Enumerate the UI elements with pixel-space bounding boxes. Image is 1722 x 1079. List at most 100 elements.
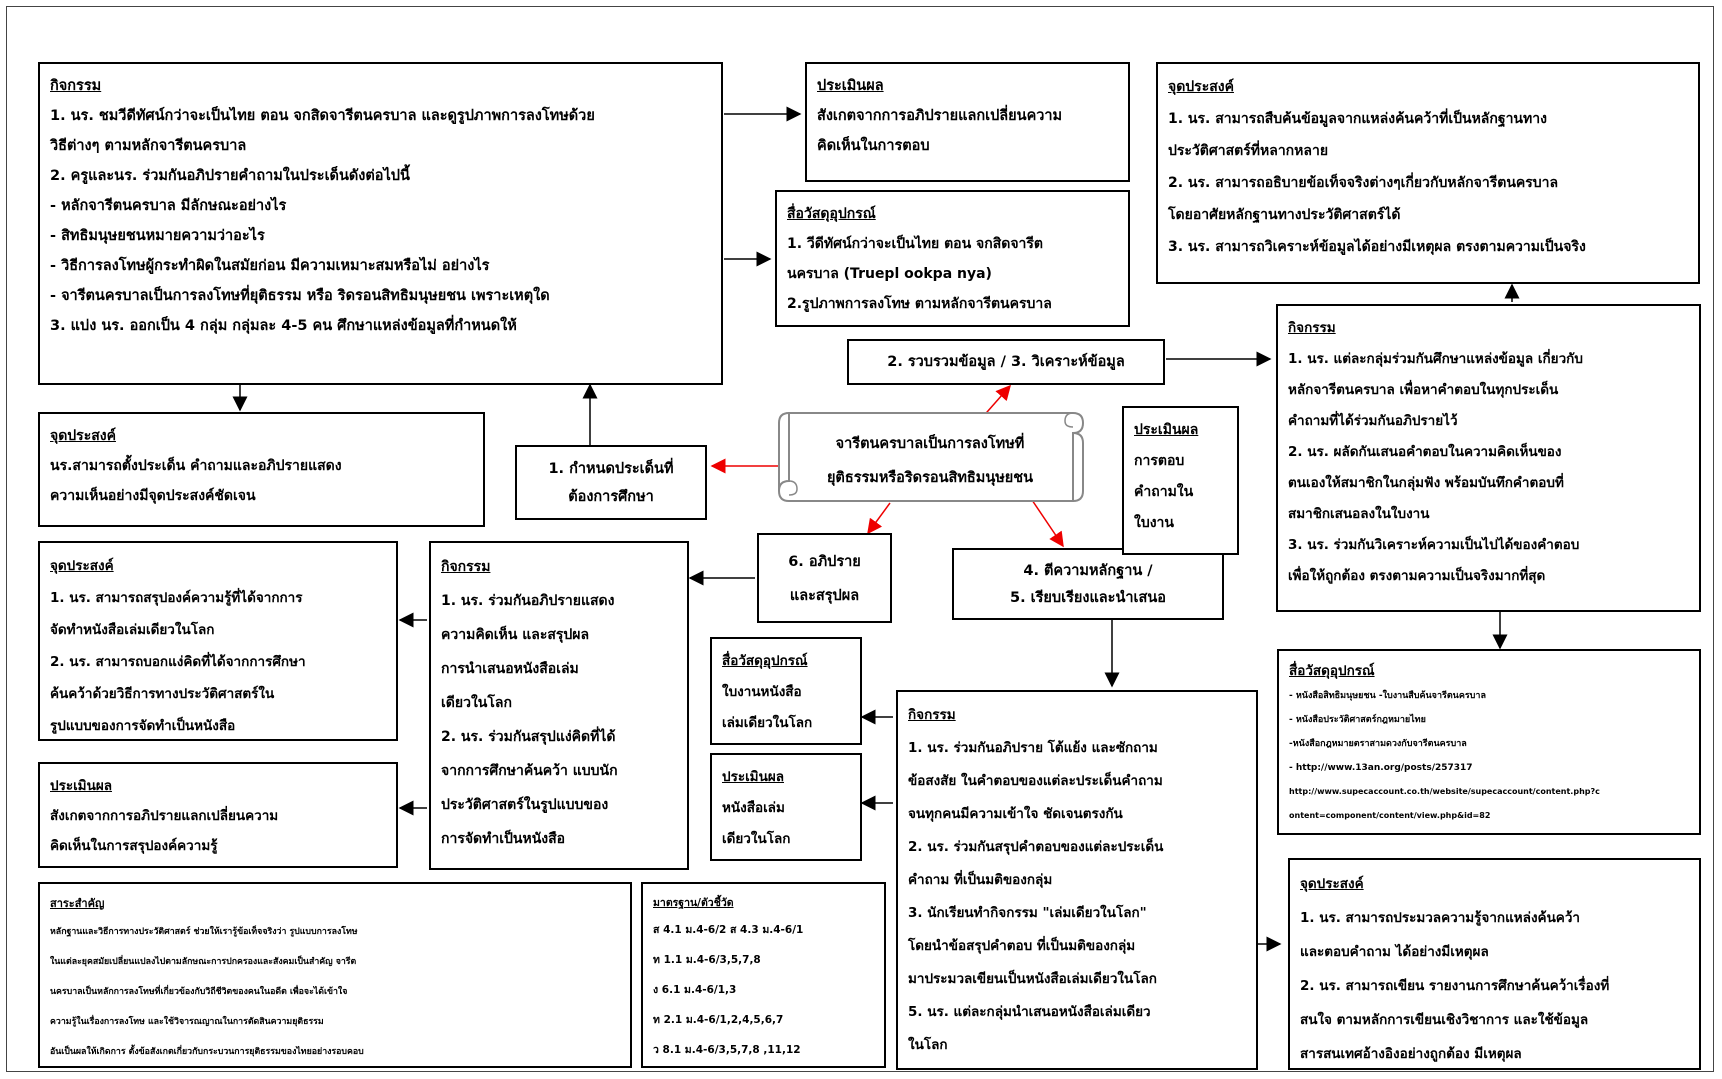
step-2-3-label: 2. รวบรวมข้อมูล / 3. วิเคราะห์ข้อมูล [887,354,1125,370]
core-concept-title: สาระสำคัญ [50,897,105,910]
objective-4-line: สนใจ ตามหลักการเขียนเชิงวิชาการ และใช้ข้… [1300,1012,1589,1028]
evaluation-2-title: ประเมินผล [1134,422,1199,438]
activity-4-line: จนทุกคนมีความเข้าใจ ชัดเจนตรงกัน [908,806,1123,822]
activity-1-line: - หลักจารีตนครบาล มีลักษณะอย่างไร [50,198,287,214]
media-1-line: 1. วีดีทัศน์กว่าจะเป็นไทย ตอน จกสิดจารีต [787,236,1044,252]
page-frame [6,6,1714,1072]
media-2-line: เล่มเดียวในโลก [722,715,813,731]
activity-3-line: ประวัติศาสตร์ในรูปแบบของ [441,797,609,813]
step-4-5-line1: 4. ตีความหลักฐาน / [1023,563,1153,579]
activity-3-line: จากการศึกษาค้นคว้า แบบนัก [441,763,618,779]
standards-title: มาตรฐาน/ตัวชี้วัด [653,897,734,909]
objective-3-line: 1. นร. สามารถสรุปองค์ความรู้ที่ได้จากการ [50,590,303,606]
activity-1-line: - สิทธิมนุษยชนหมายความว่าอะไร [50,228,265,244]
media-3-line: - http://www.13an.org/posts/257317 [1289,763,1473,773]
activity-2-line: คำถามที่ได้ร่วมกันอภิปรายไว้ [1288,413,1458,429]
media-1-line: นครบาล (Truepl ookpa nya) [787,266,992,282]
evaluation-3-line: หนังสือเล่ม [722,800,785,816]
activity-3-line: เดียวในโลก [441,695,512,711]
activity-2-line: ตนเองให้สมาชิกในกลุ่มฟัง พร้อมบันทึกคำตอ… [1288,475,1564,491]
activity-2-line: 3. นร. ร่วมกันวิเคราะห์ความเป็นไปได้ของค… [1288,537,1580,553]
activity-1-line: 3. แบ่ง นร. ออกเป็น 4 กลุ่ม กลุ่มละ 4-5 … [50,318,517,334]
activity-4-line: มาประมวลเขียนเป็นหนังสือเล่มเดียวในโลก [908,971,1157,987]
step-1-line2: ต้องการศึกษา [568,489,654,505]
activity-3-line: การนำเสนอหนังสือเล่ม [441,661,579,677]
objective-2-line: ความเห็นอย่างมีจุดประสงค์ชัดเจน [50,488,256,504]
media-3-line: ontent=component/content/view.php&id=82 [1289,811,1491,820]
activity-box-2: กิจกรรม 1. นร. แต่ละกลุ่มร่วมกันศึกษาแหล… [1276,304,1701,612]
activity-3-title: กิจกรรม [441,559,491,575]
objective-3-line: รูปแบบของการจัดทำเป็นหนังสือ [50,718,236,734]
step-6-line1: 6. อภิปราย [788,554,861,570]
activity-3-line: 1. นร. ร่วมกันอภิปรายแสดง [441,593,615,609]
core-concept-line: ความรู้ในเรื่องการลงโทษ และใช้วิจารณญาณใ… [50,1017,324,1027]
activity-2-line: 2. นร. ผลัดกันเสนอคำตอบในความคิดเห็นของ [1288,444,1562,460]
activity-4-line: 2. นร. ร่วมกันสรุปคำตอบของแต่ละประเด็น [908,839,1164,855]
core-concept-line: ในแต่ละยุคสมัยเปลี่ยนแปลงไปตามลักษณะการป… [50,957,357,967]
step-1-box: 1. กำหนดประเด็นที่ ต้องการศึกษา [515,445,707,520]
objective-2-line: นร.สามารถตั้งประเด็น คำถามและอภิปรายแสดง [50,458,342,474]
central-topic-scroll: จารีตนครบาลเป็นการลงโทษที่ ยุติธรรมหรือร… [775,405,1085,509]
activity-box-4: กิจกรรม 1. นร. ร่วมกันอภิปราย โต้แย้ง แล… [896,690,1258,1070]
evaluation-4-line: คิดเห็นในการสรุปองค์ความรู้ [50,838,218,854]
objective-1-line: โดยอาศัยหลักฐานทางประวัติศาสตร์ได้ [1168,207,1401,223]
standards-box: มาตรฐาน/ตัวชี้วัด ส 4.1 ม.4-6/2 ส 4.3 ม.… [641,882,886,1068]
objective-2-title: จุดประสงค์ [50,428,116,444]
objective-1-line: ประวัติศาสตร์ที่หลากหลาย [1168,143,1329,159]
evaluation-box-1: ประเมินผล สังเกตจากการอภิปรายแลกเปลี่ยนค… [805,62,1130,182]
step-2-3-box: 2. รวบรวมข้อมูล / 3. วิเคราะห์ข้อมูล [847,339,1165,385]
objective-1-line: 3. นร. สามารถวิเคราะห์ข้อมูลได้อย่างมีเห… [1168,239,1586,255]
core-concept-line: นครบาลเป็นหลักการลงโทษที่เกี่ยวข้องกับวิ… [50,987,348,997]
evaluation-2-line: ใบงาน [1134,515,1174,531]
activity-4-line: คำถาม ที่เป็นมติของกลุ่ม [908,872,1053,888]
core-concept-box: สาระสำคัญ หลักฐานและวิธีการทางประวัติศาส… [38,882,632,1068]
media-3-line: http://www.supecaccount.co.th/website/su… [1289,787,1600,796]
evaluation-2-line: การตอบ [1134,453,1185,469]
step-4-5-box: 4. ตีความหลักฐาน / 5. เรียบเรียงและนำเสน… [952,548,1224,620]
media-box-2: สื่อวัสดุอุปกรณ์ ใบงานหนังสือ เล่มเดียวใ… [710,637,862,745]
activity-box-3: กิจกรรม 1. นร. ร่วมกันอภิปรายแสดง ความคิ… [429,541,689,870]
objective-3-line: 2. นร. สามารถบอกแง่คิดที่ได้จากการศึกษา [50,654,306,670]
activity-4-line: 1. นร. ร่วมกันอภิปราย โต้แย้ง และซักถาม [908,740,1158,756]
objective-box-3: จุดประสงค์ 1. นร. สามารถสรุปองค์ความรู้ท… [38,541,398,741]
activity-box-1: กิจกรรม 1. นร. ชมวีดีทัศน์กว่าจะเป็นไทย … [38,62,723,385]
activity-1-line: วิธีต่างๆ ตามหลักจารีตนครบาล [50,138,247,154]
evaluation-3-line: เดียวในโลก [722,831,791,847]
objective-box-2: จุดประสงค์ นร.สามารถตั้งประเด็น คำถามและ… [38,412,485,527]
evaluation-1-line: สังเกตจากการอภิปรายแลกเปลี่ยนความ [817,108,1063,124]
media-2-line: ใบงานหนังสือ [722,684,802,700]
objective-3-line: ค้นคว้าด้วยวิธีการทางประวัติศาสตร์ใน [50,686,275,702]
evaluation-4-line: สังเกตจากการอภิปรายแลกเปลี่ยนความ [50,808,279,824]
media-3-title: สื่อวัสดุอุปกรณ์ [1289,663,1375,679]
evaluation-2-line: คำถามใน [1134,484,1194,500]
central-topic-line1: จารีตนครบาลเป็นการลงโทษที่ [835,436,1025,452]
evaluation-box-2: ประเมินผล การตอบ คำถามใน ใบงาน [1122,406,1239,555]
standards-line: ท 1.1 ม.4-6/3,5,7,8 [653,954,761,966]
objective-1-line: 1. นร. สามารถสืบค้นข้อมูลจากแหล่งค้นคว้า… [1168,111,1547,127]
media-1-title: สื่อวัสดุอุปกรณ์ [787,206,876,222]
evaluation-3-title: ประเมินผล [722,769,784,785]
activity-2-title: กิจกรรม [1288,320,1336,336]
objective-3-title: จุดประสงค์ [50,558,114,574]
standards-line: ว 8.1 ม.4-6/3,5,7,8 ,11,12 [653,1044,801,1056]
activity-3-line: ความคิดเห็น และสรุปผล [441,627,590,643]
core-concept-line: อันเป็นผลให้เกิดการ ตั้งข้อสังเกตเกี่ยวก… [50,1047,364,1057]
step-1-line1: 1. กำหนดประเด็นที่ [548,461,674,477]
activity-2-line: 1. นร. แต่ละกลุ่มร่วมกันศึกษาแหล่งข้อมูล… [1288,351,1583,367]
activity-1-title: กิจกรรม [50,78,102,94]
activity-2-line: สมาชิกเสนอลงในใบงาน [1288,506,1430,522]
objective-4-line: 1. นร. สามารถประมวลความรู้จากแหล่งค้นคว้… [1300,910,1580,926]
media-3-line: - หนังสือประวัติศาสตร์กฎหมายไทย [1289,715,1426,725]
objective-box-4: จุดประสงค์ 1. นร. สามารถประมวลความรู้จาก… [1288,858,1701,1070]
evaluation-1-line: คิดเห็นในการตอบ [817,138,930,154]
objective-4-line: 2. นร. สามารถเขียน รายงานการศึกษาค้นคว้า… [1300,978,1610,994]
step-6-line2: และสรุปผล [789,588,860,604]
evaluation-box-3: ประเมินผล หนังสือเล่ม เดียวในโลก [710,753,862,861]
standards-line: ท 2.1 ม.4-6/1,2,4,5,6,7 [653,1014,784,1026]
objective-1-line: 2. นร. สามารถอธิบายข้อเท็จจริงต่างๆเกี่ย… [1168,175,1559,191]
activity-1-line: 2. ครูและนร. ร่วมกันอภิปรายคำถามในประเด็… [50,168,410,184]
activity-4-line: 3. นักเรียนทำกิจกรรม "เล่มเดียวในโลก" [908,905,1147,921]
objective-4-title: จุดประสงค์ [1300,876,1364,892]
standards-line: ง 6.1 ม.4-6/1,3 [653,984,737,996]
activity-4-line: ข้อสงสัย ในคำตอบของแต่ละประเด็นคำถาม [908,773,1163,789]
